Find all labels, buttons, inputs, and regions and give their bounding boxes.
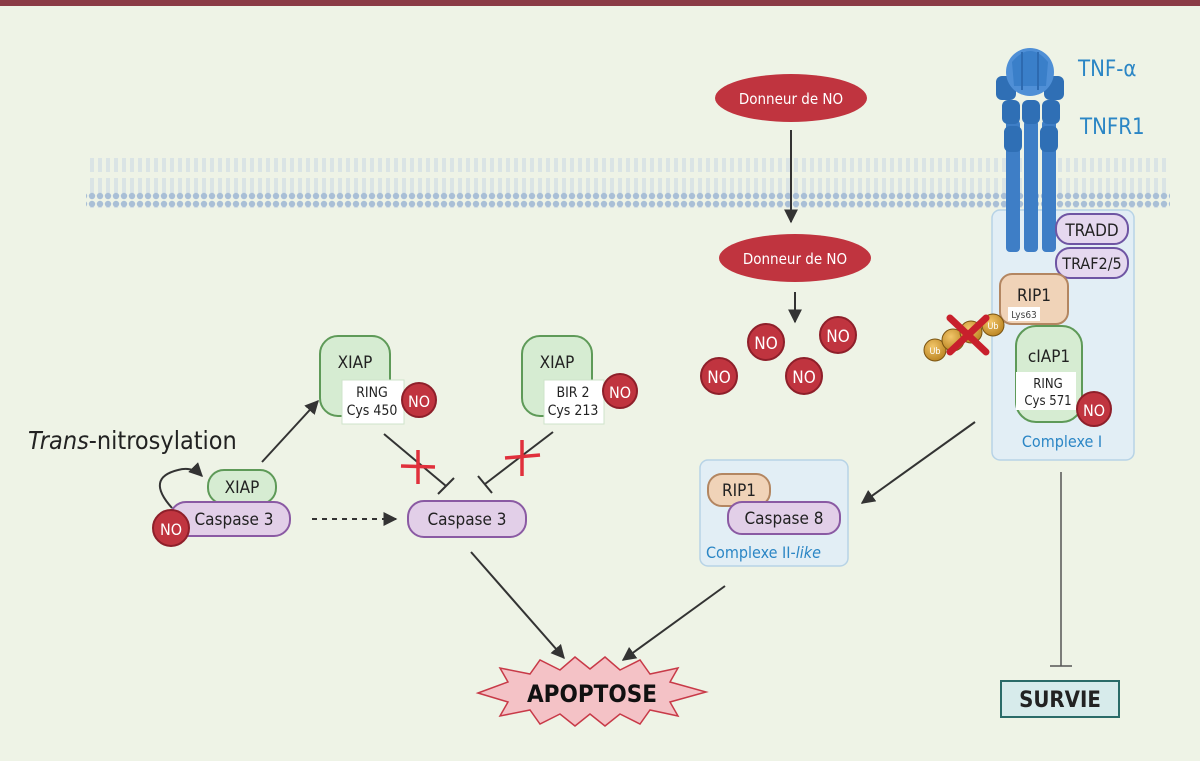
apoptose-label: APOPTOSE: [527, 680, 657, 708]
caspase3-complex-label: Caspase 3: [194, 510, 273, 530]
svg-text:NO: NO: [707, 368, 730, 388]
no-molecule-xiap-right: NO: [602, 373, 638, 409]
no-donor-top: [715, 74, 867, 122]
xiap-right-label: XIAP: [540, 353, 575, 373]
lys63-label: Lys63: [1011, 310, 1037, 321]
ligand-label: TNF-α: [1077, 57, 1136, 82]
svg-text:NO: NO: [609, 383, 631, 402]
xiap-right-domain-label: BIR 2: [556, 385, 589, 401]
svg-text:NO: NO: [754, 334, 777, 354]
inhibit-xiap-right-bar: [477, 475, 493, 494]
trans-nitrosylation-label: Trans-nitrosylation: [28, 426, 237, 455]
receptor-label: TNFR1: [1079, 115, 1145, 140]
arrow-trans-to-xiap: [261, 399, 319, 463]
rip1-complex1-label: RIP1: [1017, 286, 1051, 306]
arrow-complex1-to-complex2: [860, 421, 976, 504]
ubiquitin-block-cross-icon: [946, 314, 990, 356]
svg-text:NO: NO: [826, 327, 849, 347]
xiap-left-cys-label: Cys 450: [347, 403, 398, 419]
no-donor-middle: [719, 234, 871, 282]
no-donor-top-label: Donneur de NO: [739, 90, 843, 108]
cell-membrane: [86, 158, 1170, 208]
lys63-tag: [1008, 307, 1040, 321]
svg-text:Ub: Ub: [987, 322, 998, 332]
arrow-caspase3-to-apoptose: [470, 551, 565, 660]
xiap-complex-label: XIAP: [225, 478, 260, 498]
ciap1-ring-label: RING: [1033, 377, 1062, 392]
survie-label: SURVIE: [1019, 688, 1101, 713]
caspase8-box: [727, 501, 841, 535]
no-molecule-xiap-left: NO: [401, 382, 437, 418]
arrow-self-transfer: [159, 462, 203, 509]
traf-label: TRAF2/5: [1061, 254, 1121, 273]
svg-text:NO: NO: [792, 368, 815, 388]
inhibit-xiap-left-line: [383, 433, 447, 487]
inhibit-xiap-left-bar: [437, 477, 455, 495]
no-molecule: NO: [785, 357, 823, 395]
xiap-left-ring-domain: [341, 379, 405, 425]
block-cross-icon: [400, 450, 436, 484]
xiap-left-domain-label: RING: [356, 385, 388, 401]
caspase8-label: Caspase 8: [744, 509, 823, 529]
xiap-left-label: XIAP: [338, 353, 373, 373]
svg-text:Ub: Ub: [929, 347, 940, 357]
rip1-complex2-label: RIP1: [722, 481, 756, 501]
no-molecule: NO: [819, 316, 857, 354]
xiap-right-bir-domain: [543, 379, 605, 425]
no-donor-middle-label: Donneur de NO: [743, 250, 847, 268]
top-border: [0, 0, 1200, 6]
caspase3-label: Caspase 3: [427, 510, 506, 530]
block-cross-icon: [504, 440, 541, 476]
svg-text:NO: NO: [1083, 401, 1105, 420]
svg-text:NO: NO: [408, 392, 430, 411]
tradd-box: [1055, 213, 1129, 245]
survie-box: [1000, 680, 1120, 718]
complex1-title: Complexe I: [1022, 432, 1102, 451]
complex2-title: Complexe II-like: [706, 543, 821, 562]
no-molecule: NO: [747, 323, 785, 361]
svg-text:NO: NO: [160, 520, 182, 539]
no-molecule-caspase3: NO: [152, 509, 190, 547]
no-molecule: NO: [700, 357, 738, 395]
tradd-label: TRADD: [1064, 221, 1118, 241]
tnf-receptor-icon: [996, 48, 1064, 252]
apoptose-burst: [475, 656, 709, 727]
ciap1-cys-label: Cys 571: [1024, 394, 1071, 409]
caspase3-box: [407, 500, 527, 538]
no-molecule-ciap1: NO: [1076, 391, 1112, 427]
ciap1-ring-domain: [1016, 372, 1076, 410]
traf-box: [1055, 247, 1129, 279]
xiap-right-cys-label: Cys 213: [548, 403, 599, 419]
arrow-complex2-to-apoptose: [621, 585, 726, 661]
ciap1-label: cIAP1: [1028, 347, 1070, 367]
